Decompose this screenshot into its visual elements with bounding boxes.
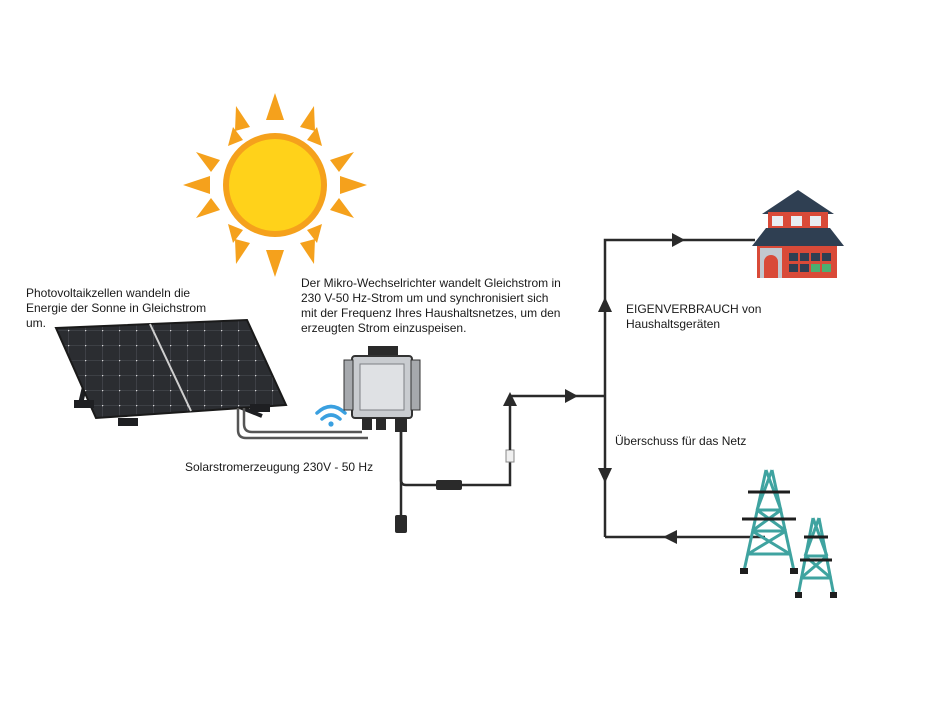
flow-arrows [503,233,685,544]
ac-cable [399,432,512,520]
sun-icon [183,93,367,277]
power-tower-icon [742,469,836,597]
generation-label: Solarstromerzeugung 230V - 50 Hz [185,460,374,474]
micro-inverter-icon [343,346,421,432]
surplus-label: Überschuss für das Netz [615,434,747,448]
power-tower-feet [740,568,837,598]
cable-connector-icon [395,449,515,533]
dc-cables [236,408,368,440]
power-tower-arms [742,490,832,562]
house-icon [752,190,844,278]
self-consumption-label: EIGENVERBRAUCH von Haushaltsgeräten [626,302,762,331]
photovoltaic-label: Photovoltaikzellen wandeln die Energie d… [26,286,207,330]
solar-panel-icon [54,318,288,426]
inverter-label: Der Mikro-Wechselrichter wandelt Gleichs… [301,276,561,335]
wifi-icon [315,404,347,427]
